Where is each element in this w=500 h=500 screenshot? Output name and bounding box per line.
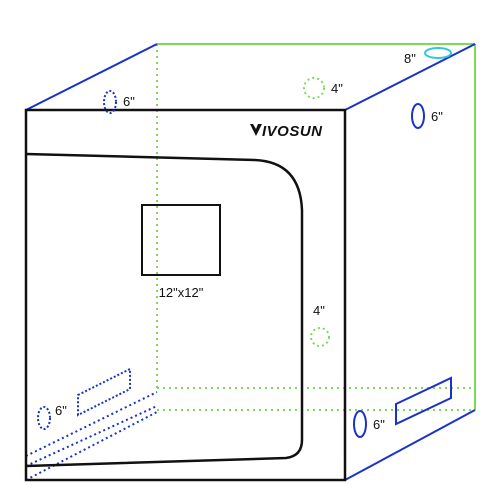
bottom-left-vent-label: 6" bbox=[55, 403, 67, 418]
bottom-left-vent-icon bbox=[37, 406, 51, 430]
back-left-vent-icon bbox=[103, 90, 117, 114]
top-vent-icon bbox=[303, 77, 325, 99]
inside-vent-label: 4" bbox=[313, 303, 325, 318]
floor-edge-2 bbox=[25, 405, 158, 467]
front-face bbox=[24, 108, 347, 482]
blue-edges bbox=[25, 43, 476, 481]
top-left-edge bbox=[25, 43, 158, 111]
left-side-window-icon bbox=[77, 367, 131, 417]
window-label: 12"x12" bbox=[159, 285, 204, 300]
right-side-window-icon bbox=[395, 376, 452, 426]
back-frame bbox=[157, 43, 476, 410]
bottom-right-vent-label: 6" bbox=[373, 417, 385, 432]
inside-vent-icon bbox=[310, 327, 330, 347]
door-outline bbox=[25, 152, 304, 468]
floor-edges bbox=[25, 391, 158, 481]
right-upper-vent-icon bbox=[411, 103, 425, 129]
top-right-edge bbox=[344, 43, 476, 111]
bottom-right-vent-icon bbox=[353, 410, 367, 438]
brand-logo: IVOSUN bbox=[250, 123, 323, 140]
top-right-port-label: 8" bbox=[404, 51, 416, 66]
back-left-vent-label: 6" bbox=[123, 94, 135, 109]
hidden-edges bbox=[156, 44, 475, 411]
window-panel bbox=[141, 204, 221, 276]
brand-name: IVOSUN bbox=[262, 123, 323, 140]
bottom-right-edge bbox=[344, 409, 476, 481]
v-chevron-icon bbox=[250, 124, 262, 136]
top-vent-label: 4" bbox=[331, 81, 343, 96]
right-upper-vent-label: 6" bbox=[431, 109, 443, 124]
floor-edge-1 bbox=[25, 391, 158, 457]
floor-edge-3 bbox=[25, 411, 158, 481]
top-right-port-icon bbox=[424, 47, 452, 59]
